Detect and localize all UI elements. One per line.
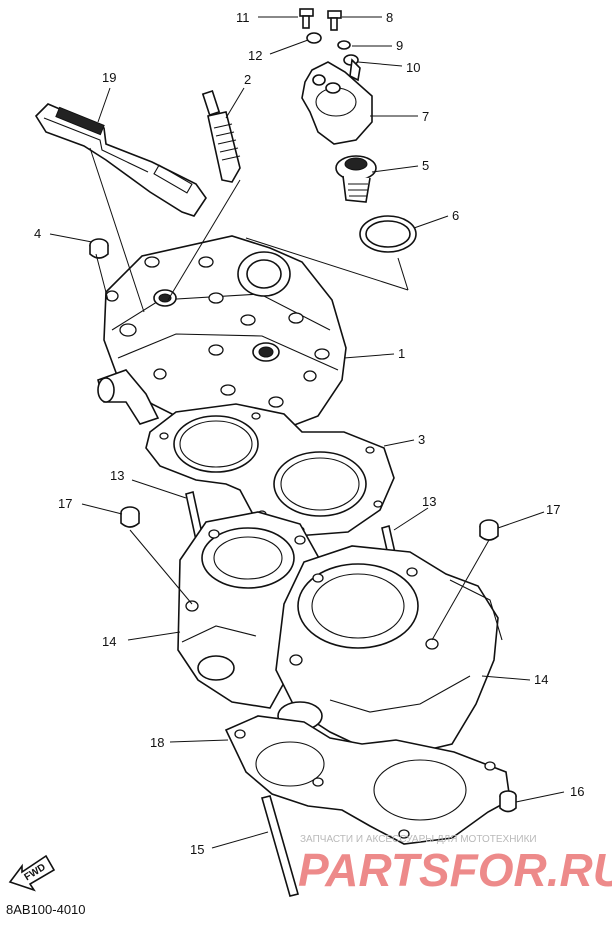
- callout-13-left: 13: [110, 468, 124, 483]
- callout-4: 4: [34, 226, 41, 241]
- callout-16: 16: [570, 784, 584, 799]
- callout-3: 3: [418, 432, 425, 447]
- callout-14-left: 14: [102, 634, 116, 649]
- callout-7: 7: [422, 109, 429, 124]
- nut-part-17-right: [479, 519, 499, 541]
- callout-1: 1: [398, 346, 405, 361]
- callout-2: 2: [244, 72, 251, 87]
- callout-numbers: 11 8 12 9 10 2 19 7 5 6 4 1 3 13 13 17 1…: [34, 10, 584, 857]
- callout-17-left: 17: [58, 496, 72, 511]
- dowel-part-16: [499, 790, 517, 813]
- fwd-arrow-icon: FWD: [8, 854, 56, 892]
- leader-lines: [49, 16, 565, 849]
- diagram-code: 8AB100-4010: [6, 902, 86, 917]
- nut-part-4: [89, 238, 109, 259]
- head-gasket-part-3: [145, 403, 395, 537]
- callout-17-right: 17: [546, 502, 560, 517]
- callout-6: 6: [452, 208, 459, 223]
- o-ring-part-6: [359, 215, 417, 253]
- watermark-brand: PARTSFOR.RU: [298, 844, 612, 896]
- cylinder-head-part-1: [97, 235, 347, 435]
- bolt-part-8: [327, 10, 342, 31]
- base-gasket-part-18: [224, 715, 511, 845]
- callout-14-right: 14: [534, 672, 548, 687]
- washer-part-12: [306, 32, 322, 44]
- callout-12: 12: [248, 48, 262, 63]
- stud-part-15: [261, 795, 299, 897]
- callout-5: 5: [422, 158, 429, 173]
- cylinder-part-14-right: [275, 545, 503, 755]
- nut-part-17-left: [120, 506, 140, 528]
- callout-19: 19: [102, 70, 116, 85]
- callout-8: 8: [386, 10, 393, 25]
- washer-part-9: [337, 40, 351, 50]
- callout-18: 18: [150, 735, 164, 750]
- spark-plug-part-2: [201, 89, 241, 183]
- callout-11: 11: [236, 10, 250, 25]
- bolt-part-11: [299, 8, 314, 29]
- decal-part-19: [34, 103, 207, 217]
- watermark-tagline: ЗАПЧАСТИ И АКСЕССУАРЫ ДЛЯ МОТОТЕХНИКИ: [300, 834, 537, 845]
- watermark: ЗАПЧАСТИ И АКСЕССУАРЫ ДЛЯ МОТОТЕХНИКИ PA…: [298, 834, 612, 896]
- callout-9: 9: [396, 38, 403, 53]
- callout-10: 10: [406, 60, 420, 75]
- thermostat-cover-part-7: [301, 58, 373, 145]
- callout-15: 15: [190, 842, 204, 857]
- thermostat-part-5: [335, 155, 377, 203]
- callout-13-right: 13: [422, 494, 436, 509]
